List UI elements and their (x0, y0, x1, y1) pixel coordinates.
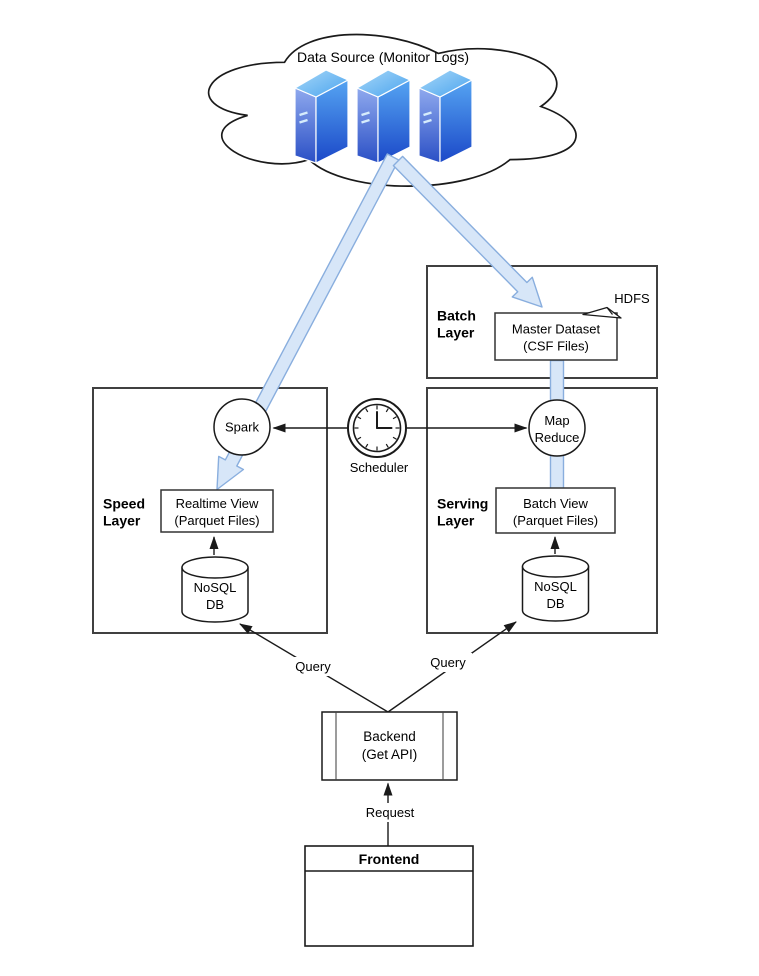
master-dataset-label: (CSF Files) (523, 339, 589, 354)
realtime-view-node (160, 489, 274, 533)
svg-text:(Get API): (Get API) (362, 747, 418, 762)
spark-node (213, 398, 271, 456)
dataflow-arrow-cloud-to-spark (216, 153, 400, 491)
nosql-db-cylinder: NoSQL DB (181, 556, 249, 623)
batch-view-label: (Parquet Files) (513, 513, 598, 528)
svg-text:NoSQL: NoSQL (534, 579, 577, 594)
request-label: Request (366, 805, 415, 820)
map-reduce-node (528, 399, 586, 457)
server-tower-icon (356, 69, 411, 164)
map-reduce-label: Reduce (535, 430, 580, 445)
batch-view-label: Batch View (523, 496, 588, 511)
master-dataset-node (494, 312, 618, 361)
svg-text:NoSQL: NoSQL (194, 580, 237, 595)
frontend-node: Frontend (304, 845, 474, 947)
query-left-label-bg (289, 657, 337, 676)
clock-icon (347, 398, 407, 458)
svg-text:DB: DB (206, 597, 224, 612)
batch-layer-label: Layer (437, 325, 475, 341)
spark-label: Spark (225, 420, 259, 435)
serving-layer-label: Layer (437, 513, 475, 529)
realtime-view-label: Realtime View (176, 496, 259, 511)
hdfs-label: HDFS (614, 291, 650, 306)
page-fold-icon (582, 306, 622, 319)
server-tower-icon (294, 69, 349, 164)
nosql-db-cylinder: NoSQL DB (521, 555, 590, 622)
speed-layer-label: Layer (103, 513, 141, 529)
backend-node: Backend (Get API) (321, 711, 458, 781)
realtime-view-label: (Parquet Files) (174, 513, 259, 528)
batch-view-node (495, 487, 616, 534)
frontend-title: Frontend (359, 851, 420, 867)
dataflow-arrow-cloud-to-master-dataset (392, 155, 543, 308)
scheduler-label-bg (341, 459, 417, 476)
speed-layer-label: Speed (103, 496, 145, 512)
server-tower-icon (418, 69, 473, 164)
cloud-title: Data Source (Monitor Logs) (297, 49, 469, 65)
serving-layer-label: Serving (437, 496, 488, 512)
svg-text:Backend: Backend (363, 729, 416, 744)
scheduler-label: Scheduler (350, 460, 409, 475)
query-left-label: Query (295, 659, 331, 674)
query-right-label-bg (424, 653, 472, 672)
svg-text:DB: DB (546, 596, 564, 611)
batch-layer-label: Batch (437, 308, 476, 324)
request-label-bg (361, 803, 419, 822)
master-dataset-label: Master Dataset (512, 322, 601, 337)
query-right-label: Query (430, 655, 466, 670)
map-reduce-label: Map (544, 413, 569, 428)
